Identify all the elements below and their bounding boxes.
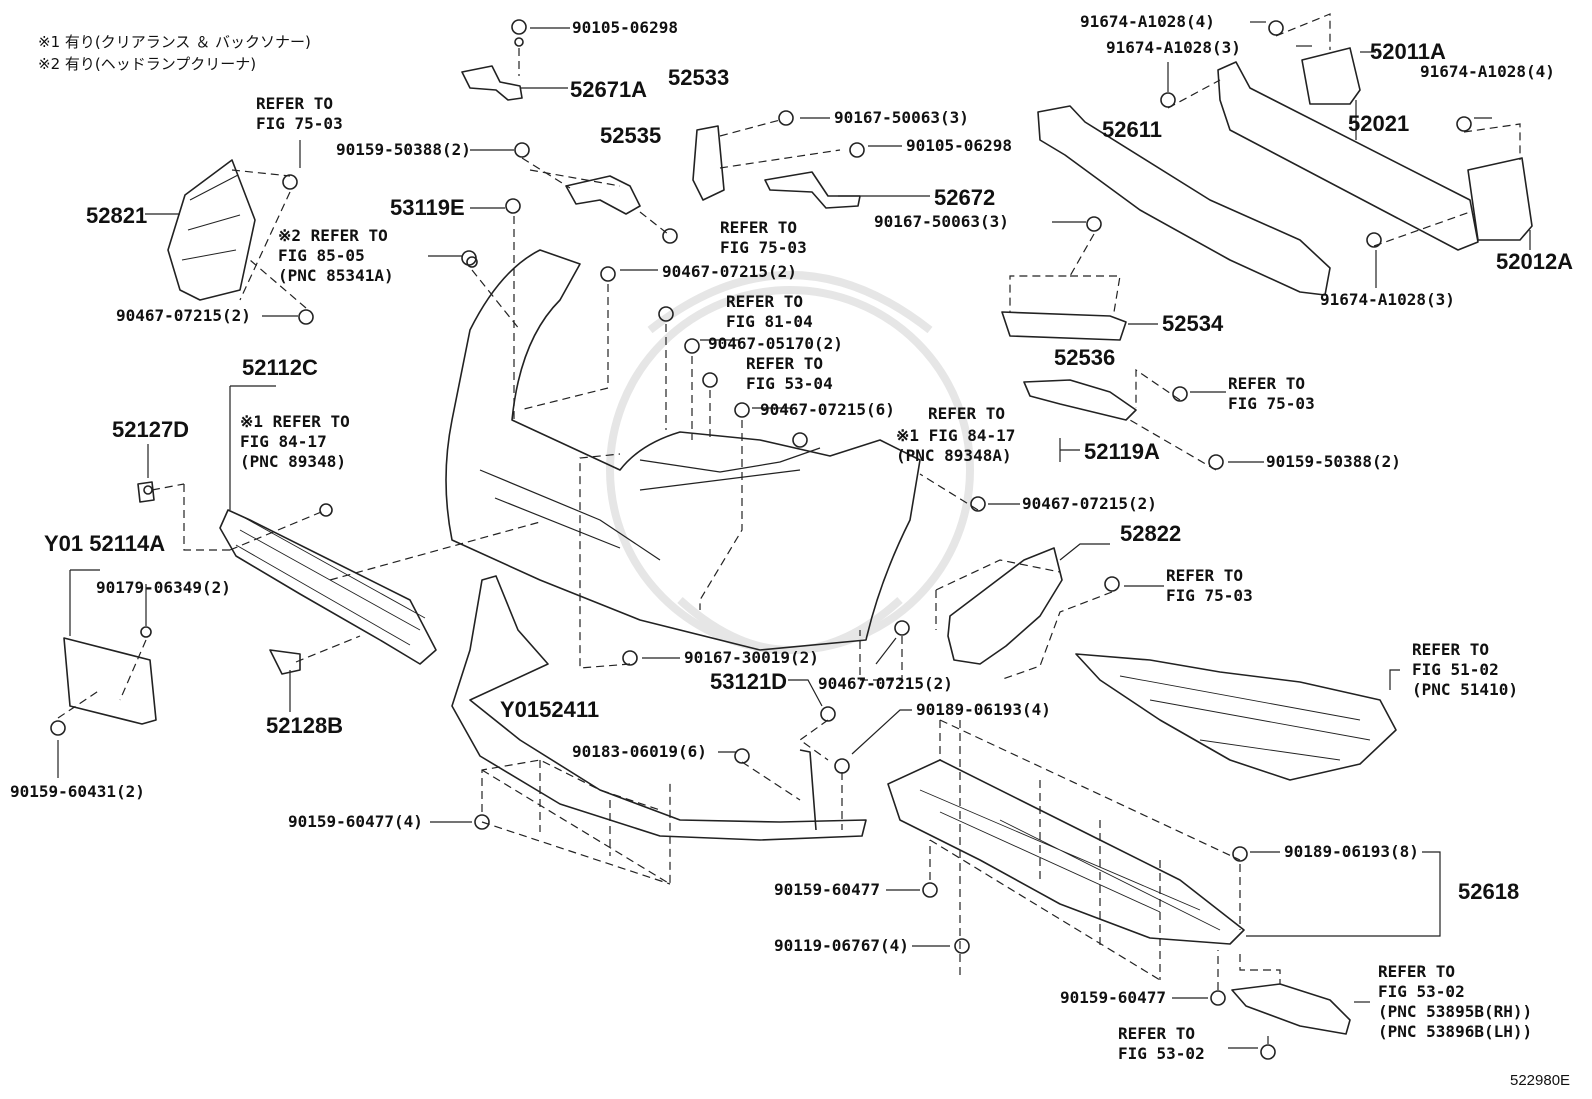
- part-52672: [764, 171, 861, 209]
- label-Y0152114A: Y01 52114A: [44, 531, 166, 556]
- part-52822: [947, 547, 1063, 665]
- label-refer-53-04: REFER TO FIG 53-04: [746, 354, 833, 393]
- watermark-logo: [606, 271, 974, 654]
- label-91674-A1028-4a: 91674-A1028(4): [1080, 12, 1215, 31]
- label-refer-75-03-d: REFER TO FIG 75-03: [1166, 566, 1253, 605]
- label-52128B: 52128B: [266, 713, 344, 738]
- label-90159-60477-a: 90159-60477: [774, 880, 880, 899]
- label-52127D: 52127D: [112, 417, 190, 442]
- part-52114A: [63, 637, 157, 725]
- part-bumper-cover: [445, 249, 921, 651]
- label-52671A: 52671A: [570, 77, 648, 102]
- label-90159-60431: 90159-60431(2): [10, 782, 145, 801]
- label-90189-06193-4: 90189-06193(4): [916, 700, 1051, 719]
- label-52119A: 52119A: [1084, 439, 1160, 464]
- label-52821: 52821: [86, 203, 148, 228]
- label-53121D: 53121D: [710, 669, 788, 694]
- label-90159-50388-2a: 90159-50388(2): [336, 140, 471, 159]
- label-52672: 52672: [934, 185, 996, 210]
- label-Y0152411: Y0152411: [500, 697, 600, 722]
- label-53119E: 53119E: [390, 195, 465, 220]
- part-52536: [1023, 379, 1137, 421]
- label-90467-07215-2b: 90467-07215(2): [662, 262, 797, 281]
- label-91674-A1028-3b: 91674-A1028(3): [1320, 290, 1455, 309]
- label-90105-06298-top: 90105-06298: [572, 18, 678, 37]
- note-1: ※1 有り(クリアランス ＆ バックソナー): [38, 33, 311, 51]
- label-52112C: 52112C: [242, 355, 318, 380]
- label-refer-75-03-a: REFER TO FIG 75-03: [256, 94, 343, 133]
- label-52012A: 52012A: [1496, 249, 1574, 274]
- label-52021: 52021: [1348, 111, 1410, 136]
- label-refer-51-02: REFER TO FIG 51-02 (PNC 51410): [1412, 640, 1518, 699]
- part-52533: [692, 125, 725, 201]
- part-52012A: [1467, 157, 1533, 241]
- part-52671A: [461, 65, 523, 101]
- label-90167-50063-3a: 90167-50063(3): [834, 108, 969, 127]
- label-90467-07215-2c: 90467-07215(2): [1022, 494, 1157, 513]
- part-52112C: [219, 509, 437, 665]
- label-90159-60477-b: 90159-60477: [1060, 988, 1166, 1007]
- label-52611: 52611: [1102, 117, 1162, 142]
- note-2: ※2 有り(ヘッドランプクリーナ): [38, 55, 257, 73]
- label-90183-06019: 90183-06019(6): [572, 742, 707, 761]
- label-52011A: 52011A: [1370, 39, 1446, 64]
- label-90467-05170: 90467-05170(2): [708, 334, 843, 353]
- label-refer-84-17-b-top: REFER TO: [928, 404, 1006, 423]
- part-52021: [1217, 61, 1479, 251]
- part-52821: [167, 159, 256, 301]
- label-52536: 52536: [1054, 345, 1116, 370]
- label-refer-53-02-b: REFER TO FIG 53-02: [1118, 1024, 1205, 1063]
- label-90167-50063-3b: 90167-50063(3): [874, 212, 1009, 231]
- part-52127D: [137, 481, 155, 503]
- part-52611: [1037, 105, 1331, 296]
- label-refer-81-04: REFER TO FIG 81-04: [726, 292, 813, 331]
- part-53895B: [1231, 983, 1351, 1035]
- part-52011A: [1301, 47, 1361, 105]
- label-refer-75-03-b: REFER TO FIG 75-03: [720, 218, 807, 257]
- label-91674-A1028-4b: 91674-A1028(4): [1420, 62, 1555, 81]
- label-52535: 52535: [600, 123, 662, 148]
- part-52534: [1001, 311, 1127, 341]
- label-refer-84-17-b: ※1 FIG 84-17 (PNC 89348A): [896, 426, 1016, 465]
- fasteners: [50, 19, 1472, 1060]
- label-52533: 52533: [668, 65, 730, 90]
- label-52822: 52822: [1120, 521, 1182, 546]
- label-90105-06298-mid: 90105-06298: [906, 136, 1012, 155]
- label-52534: 52534: [1162, 311, 1224, 336]
- label-refer-85-05: ※2 REFER TO FIG 85-05 (PNC 85341A): [278, 226, 394, 285]
- label-90467-07215-2a: 90467-07215(2): [116, 306, 251, 325]
- part-52618: [887, 759, 1245, 945]
- label-refer-75-03-c: REFER TO FIG 75-03: [1228, 374, 1315, 413]
- label-91674-A1028-3a: 91674-A1028(3): [1106, 38, 1241, 57]
- label-90467-07215-2d: 90467-07215(2): [818, 674, 953, 693]
- part-52128B: [269, 649, 301, 675]
- part-undercover-51410: [1075, 653, 1397, 781]
- part-52535: [565, 175, 641, 215]
- label-90119-06767: 90119-06767(4): [774, 936, 909, 955]
- label-90179-06349: 90179-06349(2): [96, 578, 231, 597]
- label-90189-06193-8: 90189-06193(8): [1284, 842, 1419, 861]
- part-Y0152411: [451, 575, 867, 841]
- label-90167-30019: 90167-30019(2): [684, 648, 819, 667]
- figure-id: 522980E: [1510, 1072, 1571, 1089]
- label-52618: 52618: [1458, 879, 1520, 904]
- label-90159-50388-2b: 90159-50388(2): [1266, 452, 1401, 471]
- label-90159-60477-4: 90159-60477(4): [288, 812, 423, 831]
- label-refer-53-02-a: REFER TO FIG 53-02 (PNC 53895B(RH)) (PNC…: [1378, 962, 1533, 1041]
- label-90467-07215-6: 90467-07215(6): [760, 400, 895, 419]
- label-refer-84-17-a: ※1 REFER TO FIG 84-17 (PNC 89348): [240, 412, 350, 471]
